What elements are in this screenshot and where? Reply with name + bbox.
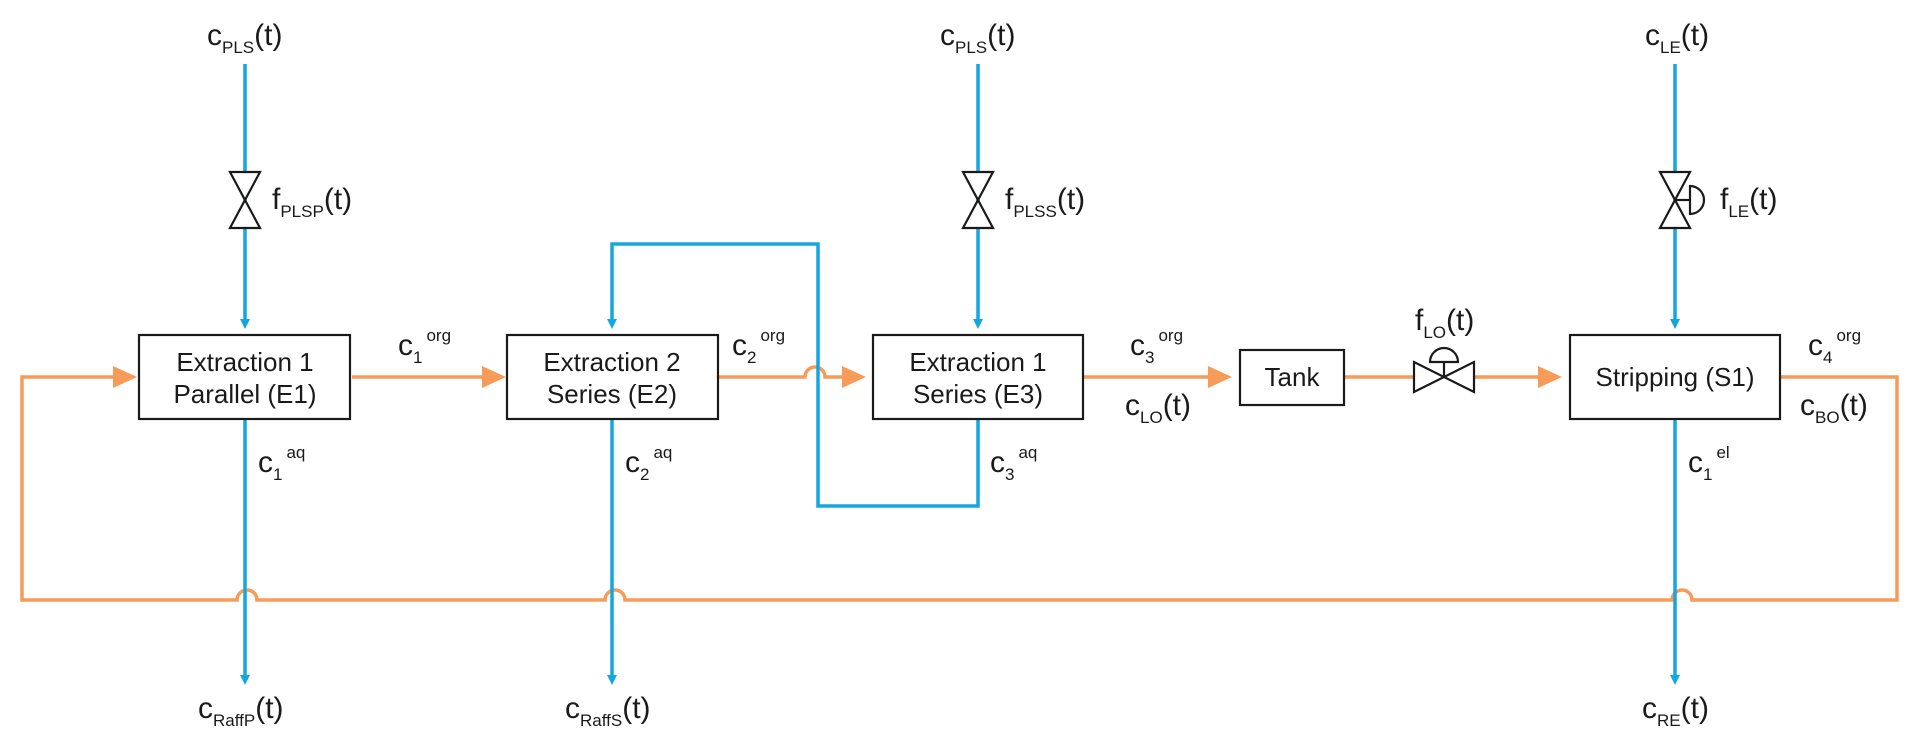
arrow-into-e1 — [113, 366, 137, 388]
unit-e3-line2: Series (E3) — [913, 379, 1043, 409]
label-c-le: cLE(t) — [1645, 19, 1709, 57]
label-f-plss: fPLSS(t) — [1005, 183, 1085, 221]
unit-e2: Extraction 2 Series (E2) — [505, 333, 720, 421]
arrow-into-tank — [1208, 366, 1232, 388]
label-c1-aq: c1aq — [258, 443, 305, 484]
unit-e1-line1: Extraction 1 — [176, 347, 313, 377]
label-c3-aq: c3aq — [990, 443, 1037, 484]
unit-e1-line2: Parallel (E1) — [173, 379, 316, 409]
aqueous-e3-to-e2-line — [607, 242, 980, 508]
unit-e3: Extraction 1 Series (E3) — [871, 333, 1085, 421]
arrow-into-e2 — [482, 366, 506, 388]
label-c2-org: c2org — [732, 326, 785, 367]
label-c-lo: cLO(t) — [1125, 389, 1191, 427]
organic-recycle-loop — [20, 375, 1899, 602]
unit-e2-line2: Series (E2) — [547, 379, 677, 409]
label-c-pls-e3: cPLS(t) — [940, 19, 1015, 57]
valve-plsp-icon — [228, 170, 262, 230]
stream-e2-to-e3 — [718, 365, 860, 379]
label-c-pls-e1: cPLS(t) — [207, 19, 282, 57]
label-c-re: cRE(t) — [1642, 692, 1709, 730]
label-c-raffs: cRaffS(t) — [565, 692, 651, 730]
label-c1-org: c1org — [398, 326, 451, 367]
unit-e1: Extraction 1 Parallel (E1) — [137, 333, 352, 421]
label-c-bo: cBO(t) — [1800, 389, 1868, 427]
valve-plss-icon — [961, 170, 995, 230]
unit-tank: Tank — [1238, 348, 1346, 407]
unit-s1-label: Stripping (S1) — [1596, 362, 1755, 392]
label-f-le: fLE(t) — [1720, 183, 1777, 221]
label-f-lo: fLO(t) — [1415, 304, 1474, 342]
label-c4-org: c4org — [1808, 326, 1861, 367]
label-c3-org: c3org — [1130, 326, 1183, 367]
control-valve-le-icon — [1658, 170, 1706, 230]
arrow-into-s1 — [1538, 366, 1562, 388]
label-c2-aq: c2aq — [625, 443, 672, 484]
arrow-into-e3 — [842, 366, 866, 388]
unit-s1: Stripping (S1) — [1568, 333, 1782, 421]
control-valve-lo-icon — [1412, 346, 1476, 394]
label-f-plsp: fPLSP(t) — [272, 183, 352, 221]
unit-tank-label: Tank — [1265, 362, 1321, 392]
label-c1-el: c1el — [1688, 443, 1730, 484]
unit-e2-line1: Extraction 2 — [543, 347, 680, 377]
label-c-raffp: cRaffP(t) — [198, 692, 284, 730]
unit-e3-line1: Extraction 1 — [909, 347, 1046, 377]
